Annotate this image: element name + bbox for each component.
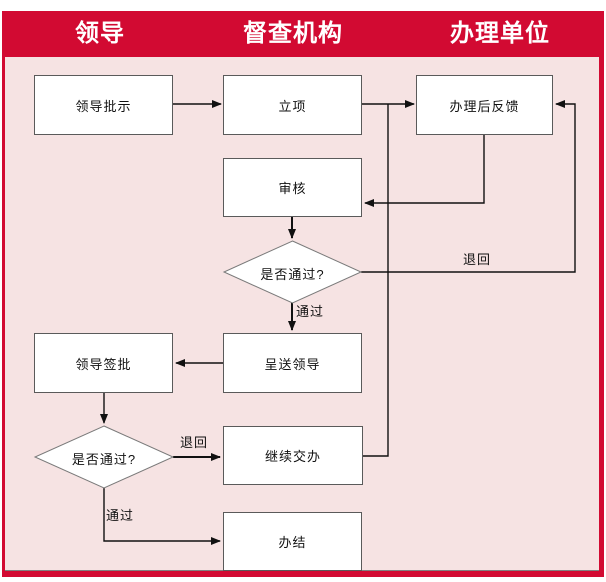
node-review: 审核 xyxy=(223,158,362,217)
edge-label-pass-top: 通过 xyxy=(296,304,325,319)
node-leader-instruction: 领导批示 xyxy=(34,75,173,135)
node-submit-to-leader: 呈送领导 xyxy=(223,333,362,393)
node-review-decision: 是否通过? xyxy=(260,267,325,282)
column-title-leader: 领导 xyxy=(75,20,125,47)
node-approval-decision: 是否通过? xyxy=(71,452,137,467)
node-post-handling-feedback: 办理后反馈 xyxy=(416,75,553,135)
node-project-initiation: 立项 xyxy=(223,75,362,135)
column-title-handling-unit: 办理单位 xyxy=(450,20,550,47)
column-title-supervision-agency: 督查机构 xyxy=(243,20,343,47)
edge-label-return-bottom: 退回 xyxy=(180,435,209,450)
node-leader-sign-approval: 领导签批 xyxy=(34,333,173,393)
edge-label-pass-bottom: 通过 xyxy=(106,508,135,523)
edge-label-return-top: 退回 xyxy=(463,252,492,267)
node-continue-assignment: 继续交办 xyxy=(223,426,363,485)
node-conclude: 办结 xyxy=(223,512,362,571)
